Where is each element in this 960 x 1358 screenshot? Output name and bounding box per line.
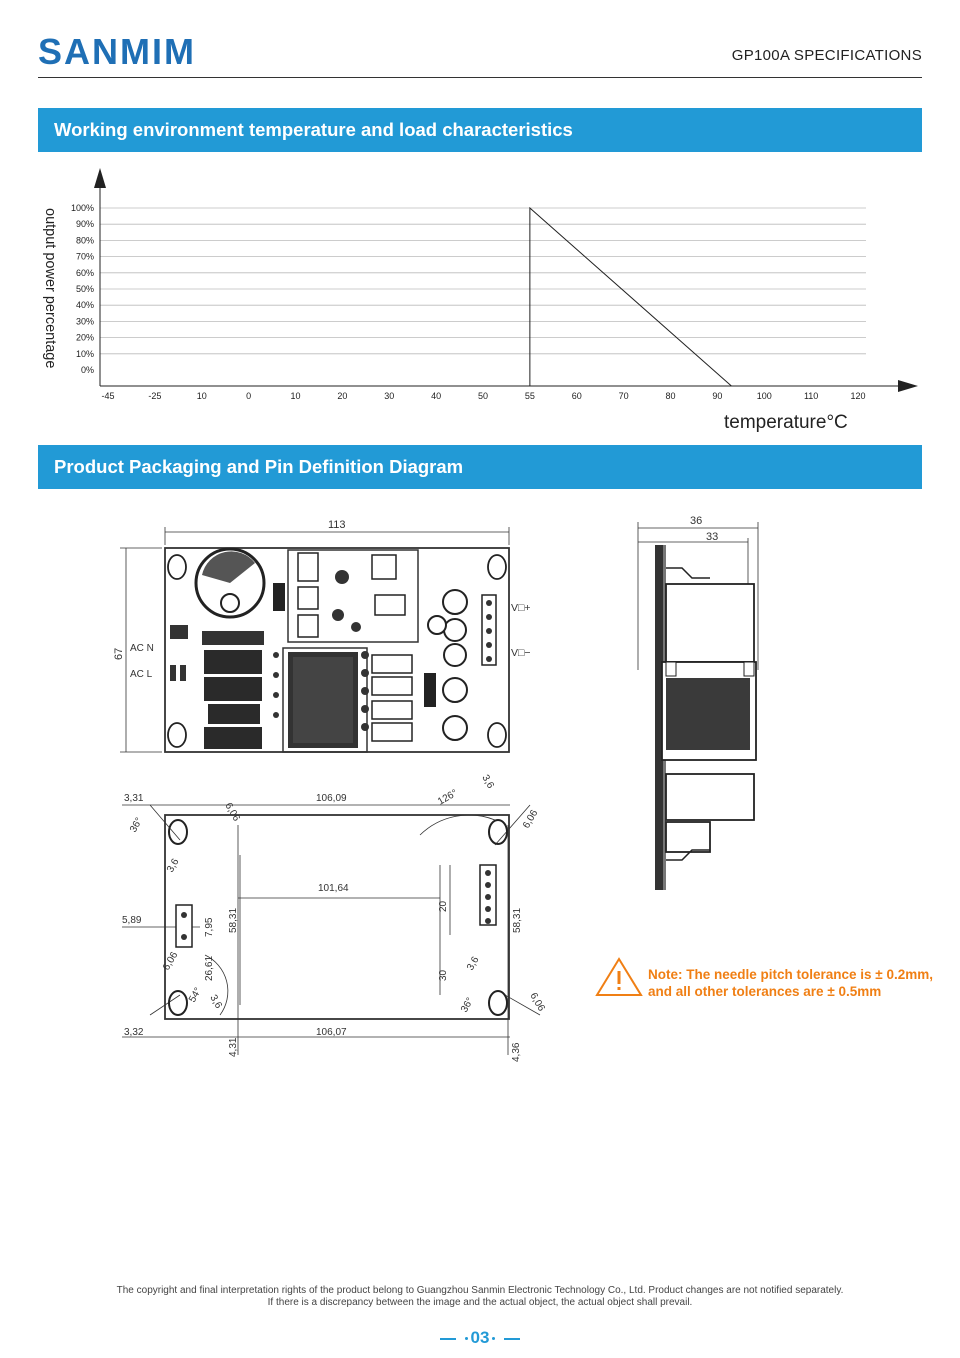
dim-3-6-bottom-left: 3,6	[207, 993, 224, 1011]
y-tick-label: 0%	[81, 365, 94, 375]
page-dot-right	[492, 1337, 496, 1341]
y-tick-label: 20%	[76, 333, 94, 343]
v-plus-label: V□+	[511, 602, 530, 614]
dim-3-6-top-right: 3,6	[479, 773, 496, 791]
dim-54-deg: 54°	[187, 986, 204, 1005]
dim-106-09: 106,09	[316, 793, 347, 804]
y-axis-label: output power percentage	[42, 208, 58, 368]
document-title: GP100A SPECIFICATIONS	[731, 47, 922, 64]
dim-58-31-left: 58,31	[228, 908, 239, 933]
derating-chart: 100% 90% 80% 70% 60% 50% 40% 30% 20% 10% 0% -45 -25…	[42, 168, 918, 433]
y-tick-label: 60%	[76, 268, 94, 278]
x-tick-label: 90	[712, 391, 722, 401]
warning-icon	[595, 957, 643, 996]
y-tick-labels: 100% 90% 80% 70% 60% 50% 40% 30% 20% 10% 0%	[71, 203, 94, 375]
derating-line	[529, 206, 732, 387]
chart-grid	[100, 207, 866, 355]
dim-106-07: 106,07	[316, 1027, 347, 1038]
chart-axes	[94, 168, 918, 392]
dim-58-31-right: 58,31	[512, 908, 523, 933]
y-tick-label: 100%	[71, 203, 94, 213]
dim-5-89: 5,89	[122, 915, 142, 926]
dim-3-32: 3,32	[124, 1027, 144, 1038]
x-tick-label: 10	[197, 391, 207, 401]
pcb-top-view-drawing: 113 67 AC N AC L V□+ V□−	[113, 519, 530, 753]
y-axis-arrow	[94, 168, 106, 188]
page-number: 03	[0, 1328, 960, 1348]
ac-n-label: AC N	[130, 643, 154, 654]
y-tick-label: 90%	[76, 219, 94, 229]
top-height-dim: 67	[113, 648, 125, 660]
x-tick-label: 40	[431, 391, 441, 401]
x-tick-label: 55	[525, 391, 535, 401]
y-tick-label: 80%	[76, 235, 94, 245]
page-dash-left	[439, 1337, 456, 1340]
dim-30: 30	[438, 969, 449, 981]
footer-line2: If there is a discrepancy between the im…	[267, 1297, 693, 1308]
dim-6-06-top-left: 6,06	[222, 801, 241, 824]
page-dot-left	[464, 1337, 468, 1341]
x-tick-label: 100	[757, 391, 772, 401]
x-tick-label: 110	[804, 391, 818, 401]
y-tick-label: 70%	[76, 252, 94, 262]
dim-3-6-bottom-right: 3,6	[465, 955, 482, 973]
dim-4-31: 4,31	[228, 1037, 239, 1057]
dim-6-06-bottom-left: 6,06	[161, 950, 180, 973]
x-tick-label: 20	[337, 391, 347, 401]
pcb-bottom-view-drawing: 3,31 106,09 3,6 6,06 126° 6,06 36° 3,6 1…	[122, 773, 547, 1062]
dim-36-deg-top: 36°	[128, 816, 145, 835]
dim-6-06-bottom-right: 6,06	[527, 991, 546, 1014]
section-title-temperature: Working environment temperature and load…	[38, 108, 922, 152]
x-axis-arrow	[898, 380, 918, 392]
pcb-side-view-drawing: 36 33	[637, 515, 759, 890]
x-tick-label: 50	[478, 391, 488, 401]
y-tick-label: 10%	[76, 349, 94, 359]
x-tick-label: -25	[148, 391, 161, 401]
copyright-footer: The copyright and final interpretation r…	[0, 1285, 960, 1309]
x-tick-label: 120	[850, 391, 865, 401]
dim-6-06-top-right: 6,06	[521, 808, 540, 831]
dim-36-deg-bottom: 36°	[459, 996, 476, 1015]
x-tick-label: 60	[572, 391, 582, 401]
side-dim-33: 33	[706, 531, 718, 543]
dim-3-6-left: 3,6	[165, 857, 182, 875]
v-minus-label: V□−	[511, 647, 530, 659]
tolerance-note-line1: Note: The needle pitch tolerance is ± 0.…	[648, 967, 933, 982]
page-dash-right	[504, 1337, 521, 1340]
dim-26-61: 26,61	[204, 956, 215, 981]
dim-101-64: 101,64	[318, 883, 349, 894]
sanmim-logo: SANMIM	[38, 32, 196, 70]
chart-series	[529, 206, 732, 387]
y-tick-label: 30%	[76, 316, 94, 326]
dim-4-36: 4,36	[511, 1042, 522, 1062]
tolerance-note: Note: The needle pitch tolerance is ± 0.…	[648, 966, 958, 1000]
side-dim-36: 36	[690, 515, 702, 527]
footer-line1: The copyright and final interpretation r…	[116, 1285, 844, 1296]
dim-7-95: 7,95	[204, 917, 215, 937]
y-tick-label: 40%	[76, 300, 94, 310]
ac-l-label: AC L	[130, 669, 153, 680]
x-tick-label: 10	[290, 391, 300, 401]
dim-20: 20	[438, 900, 449, 912]
x-axis-label: temperature°C	[724, 412, 848, 433]
section-title-packaging: Product Packaging and Pin Definition Dia…	[38, 445, 922, 489]
top-width-dim: 113	[328, 519, 346, 531]
header-divider	[38, 77, 922, 78]
x-tick-label: -45	[101, 391, 114, 401]
tolerance-note-line2: and all other tolerances are ± 0.5mm	[648, 984, 882, 999]
x-tick-label: 0	[246, 391, 251, 401]
y-tick-label: 50%	[76, 284, 94, 294]
logo-text: SANMIM	[38, 32, 196, 70]
page-number-text: 03	[470, 1328, 490, 1347]
x-tick-label: 70	[619, 391, 629, 401]
x-tick-label: 80	[665, 391, 675, 401]
dim-3-31: 3,31	[124, 793, 144, 804]
x-tick-label: 30	[384, 391, 394, 401]
